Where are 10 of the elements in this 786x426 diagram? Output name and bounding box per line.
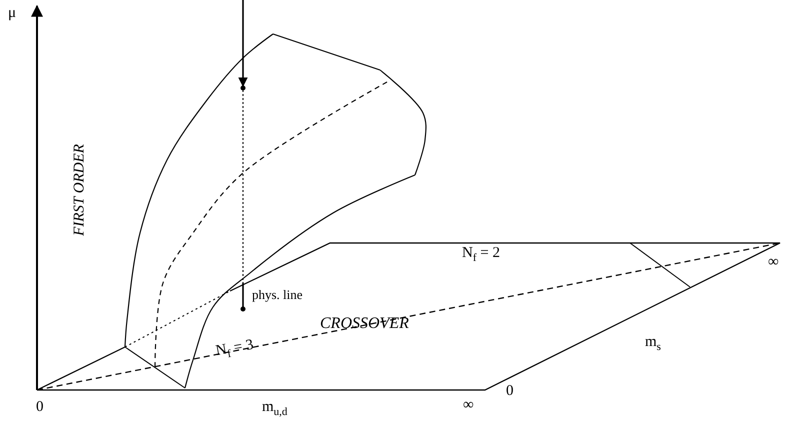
- axis-label: m$_{u,d}$: [262, 400, 288, 418]
- axis-tick-label: 0: [36, 400, 44, 415]
- axis-label: μ: [8, 6, 16, 21]
- region-label: FIRST ORDER: [72, 144, 88, 236]
- axis-tick-label: 0: [506, 384, 514, 399]
- curve-label: N$_{f}$ = 2: [462, 246, 500, 264]
- axis-tick-label: ∞: [768, 255, 779, 270]
- axis-tick-label: ∞: [463, 398, 474, 413]
- curve-label: phys. line: [252, 288, 303, 301]
- axis-label: m$_{s}$: [645, 335, 661, 353]
